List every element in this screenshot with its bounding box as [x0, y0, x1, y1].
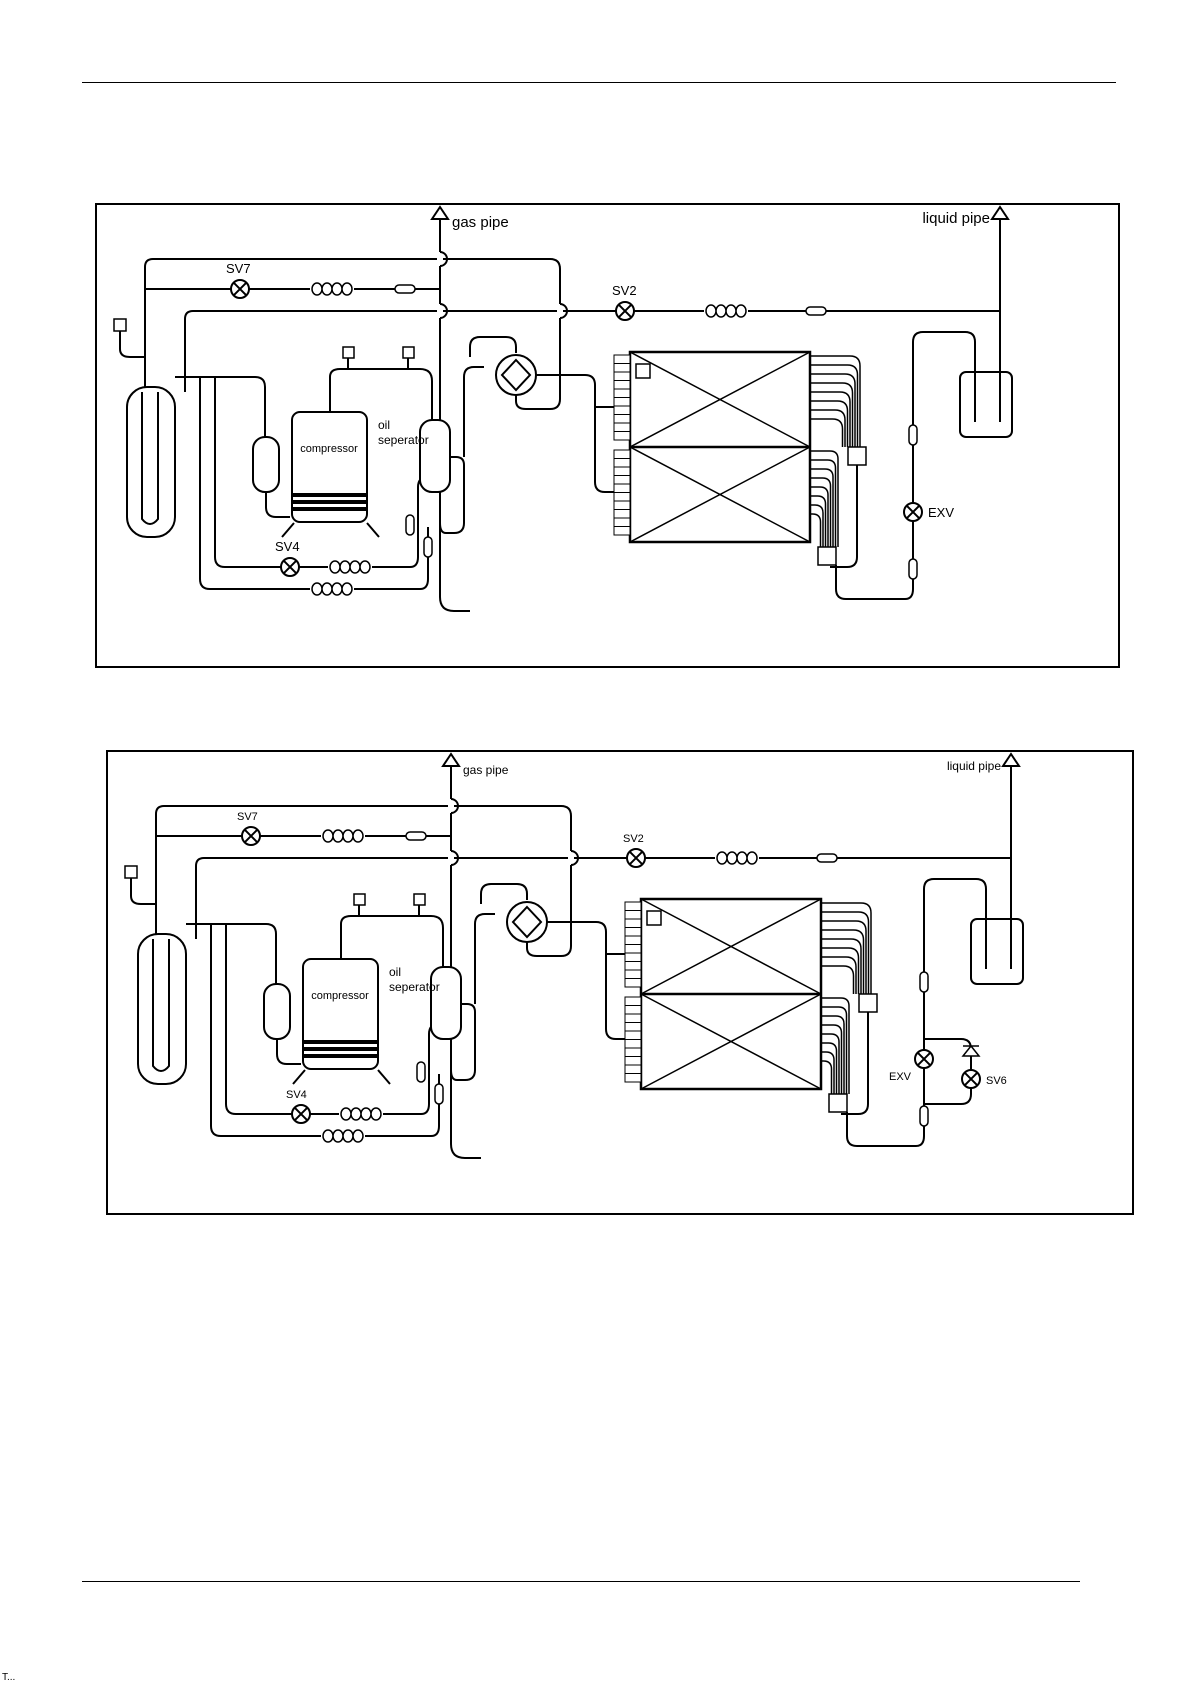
- coil-header-bottom-0: [625, 997, 641, 1006]
- coil-header-bottom-2: [625, 1014, 641, 1023]
- sv2-valve-icon: [627, 849, 645, 867]
- gas-separator-icon: [264, 984, 290, 1039]
- distributor-top-tubes: [821, 903, 871, 994]
- coil-header-bottom-6: [625, 1048, 641, 1057]
- receiver-icon: [971, 919, 1023, 984]
- fourway-to-coil-lower-pipe: [547, 922, 626, 1039]
- discharge-sensor-1-icon: [354, 894, 365, 905]
- exv-filter-top-icon: [920, 972, 928, 992]
- gas-pipe-label: gas pipe: [463, 763, 509, 777]
- separator-to-compressor-pipe: [277, 1039, 301, 1064]
- coil-header-top-1: [625, 911, 641, 920]
- coil-header-bottom-9: [625, 1074, 641, 1083]
- liquid-pipe-label: liquid pipe: [947, 759, 1001, 773]
- gas-crossing-mid-mask: [448, 851, 454, 865]
- sv6-label: SV6: [986, 1075, 1007, 1087]
- sv2-label: SV2: [623, 833, 644, 845]
- pressure-sensor-left-icon: [125, 866, 137, 878]
- return-filter-icon: [417, 1062, 425, 1082]
- check-valve-icon: [963, 1046, 979, 1056]
- sv4-valve-icon: [292, 1105, 310, 1123]
- distributor-bottom-icon: [829, 1094, 847, 1112]
- footer-text: T...: [2, 1672, 15, 1683]
- sv2-line-pipe: [196, 858, 1011, 939]
- coil-header-top-3: [625, 928, 641, 937]
- coil-header-top-5: [625, 945, 641, 954]
- suction-pipe: [186, 924, 276, 984]
- coil-header-top-7: [625, 962, 641, 971]
- gas-pipe-arrow: [443, 754, 459, 766]
- compressor-feet: [293, 1070, 390, 1084]
- coil-header-top-2: [625, 919, 641, 928]
- separator-to-4way-pipe: [475, 914, 495, 1004]
- oil-separator-icon: [431, 967, 461, 1039]
- sv7-label: SV7: [237, 811, 258, 823]
- discharge-sensor-2-icon: [414, 894, 425, 905]
- coil-header-bottom-3: [625, 1023, 641, 1032]
- fourway-top-loop: [481, 884, 527, 904]
- coil-header-bottom-7: [625, 1057, 641, 1066]
- coil-header-top-6: [625, 953, 641, 962]
- coil-sensor-icon: [647, 911, 661, 925]
- liquid-pipe-arrow: [1003, 754, 1019, 766]
- sensor-left-pipe: [131, 878, 156, 904]
- exv-filter-bottom-icon: [920, 1106, 928, 1126]
- accumulator-icon: [138, 934, 186, 1084]
- coil-header-bottom-1: [625, 1006, 641, 1015]
- sv4-label: SV4: [286, 1089, 307, 1101]
- sv6-valve-icon: [962, 1070, 980, 1088]
- oil-label: oil: [389, 965, 401, 979]
- bypass-crossing-mid-mask: [568, 851, 574, 865]
- exv-valve-icon: [915, 1050, 933, 1068]
- sv6-bypass-pipe: [924, 1039, 971, 1104]
- coil-header-top-0: [625, 902, 641, 911]
- exv-label: EXV: [889, 1071, 912, 1083]
- coil-header-bottom-5: [625, 1040, 641, 1049]
- sv2-filter-icon: [817, 854, 837, 862]
- gas-riser-pipe: [451, 766, 481, 1158]
- discharge-sensor-pipes: [359, 905, 419, 916]
- sv7-valve-icon: [242, 827, 260, 845]
- coil-header-top-9: [625, 979, 641, 988]
- coil-header-bottom-8: [625, 1065, 641, 1074]
- oil-filter-icon: [435, 1084, 443, 1104]
- gas-crossing-top-mask: [448, 799, 454, 813]
- distributor-top-icon: [859, 994, 877, 1012]
- compressor-label: compressor: [311, 990, 369, 1002]
- coil-header-top-8: [625, 970, 641, 979]
- compressor-icon: [303, 959, 378, 1069]
- coil-header-top-4: [625, 936, 641, 945]
- coil-header-bottom-4: [625, 1031, 641, 1040]
- separator-label: seperator: [389, 980, 440, 994]
- sv7-filter-icon: [406, 832, 426, 840]
- distributor-bottom-tubes: [821, 998, 849, 1094]
